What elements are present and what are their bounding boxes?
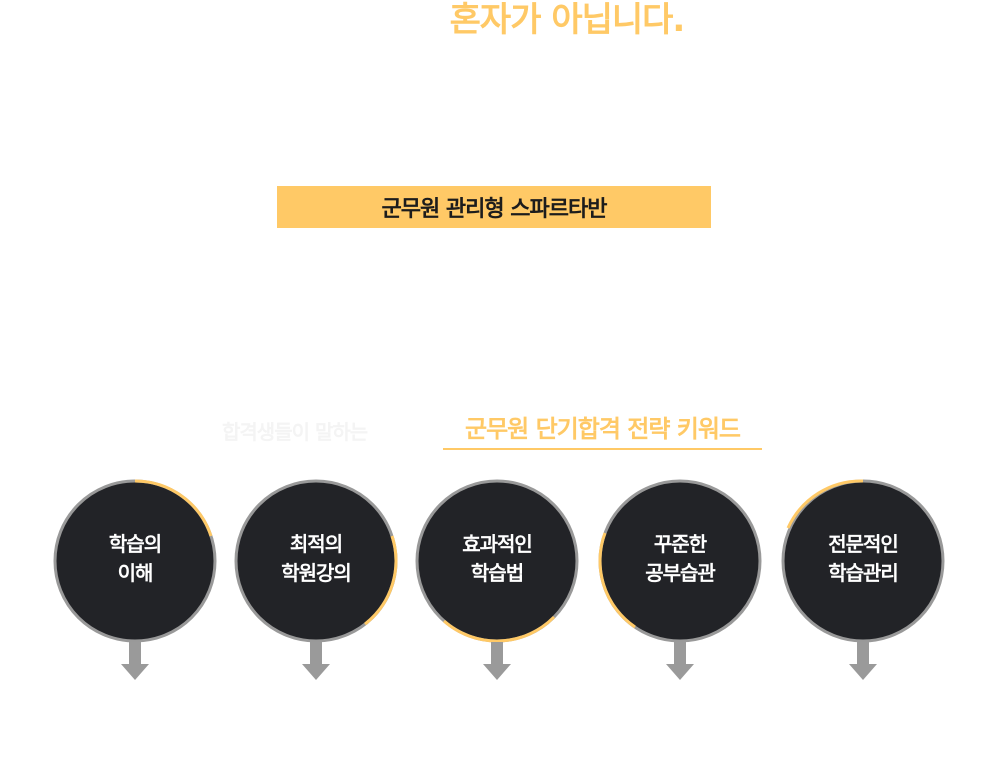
keyword-circle-3: 효과적인 학습법 — [414, 478, 580, 682]
spartan-class-banner: 군무원 관리형 스파르타반 — [277, 186, 711, 228]
circle-label: 꾸준한 공부습관 — [597, 530, 763, 588]
circle-label-line1: 전문적인 — [828, 532, 899, 556]
circle-label-line2: 학습관리 — [828, 561, 899, 585]
circle-label: 효과적인 학습법 — [414, 530, 580, 588]
circle-progress-arc — [443, 615, 556, 643]
circle-graphic — [781, 479, 945, 643]
keyword-circle-2: 최적의 학원강의 — [233, 478, 399, 682]
circle-progress-arc — [364, 535, 398, 626]
keyword-circle-5: 전문적인 학습관리 — [780, 478, 946, 682]
arrow-down-icon — [302, 642, 330, 680]
circle-graphic — [234, 479, 398, 643]
circle-label-line2: 학원강의 — [281, 561, 352, 585]
arrow-down-icon — [849, 642, 877, 680]
keyword-circle-1: 학습의 이해 — [52, 478, 218, 682]
circle-label: 학습의 이해 — [52, 530, 218, 588]
keyword-faint-text: 합격생들이 말하는 — [222, 420, 368, 444]
circle-label-line1: 효과적인 — [462, 532, 533, 556]
circle-label: 최적의 학원강의 — [233, 530, 399, 588]
circle-label-line1: 꾸준한 — [653, 532, 707, 556]
circle-label-line1: 학습의 — [108, 532, 162, 556]
page-headline: 혼자가 아닙니다. — [449, 0, 686, 40]
keyword-circle-4: 꾸준한 공부습관 — [597, 478, 763, 682]
keyword-section-title: 군무원 단기합격 전략 키워드 — [443, 410, 762, 450]
circle-progress-arc — [598, 532, 636, 629]
circle-graphic — [598, 479, 762, 643]
circle-label-line2: 공부습관 — [645, 561, 716, 585]
circle-label: 전문적인 학습관리 — [780, 530, 946, 588]
arrow-down-icon — [121, 642, 149, 680]
banner-label: 군무원 관리형 스파르타반 — [381, 197, 608, 222]
arrow-down-icon — [666, 642, 694, 680]
circle-progress-arc — [786, 479, 864, 529]
keyword-section-header: 합격생들이 말하는 군무원 단기합격 전략 키워드 — [0, 406, 1000, 454]
circle-label-line2: 이해 — [117, 561, 154, 585]
arrow-down-icon — [483, 642, 511, 680]
circle-graphic — [415, 479, 579, 643]
circle-graphic — [53, 479, 217, 643]
circle-label-line2: 학습법 — [470, 561, 524, 585]
circle-progress-arc — [134, 479, 213, 537]
circle-label-line1: 최적의 — [289, 532, 343, 556]
